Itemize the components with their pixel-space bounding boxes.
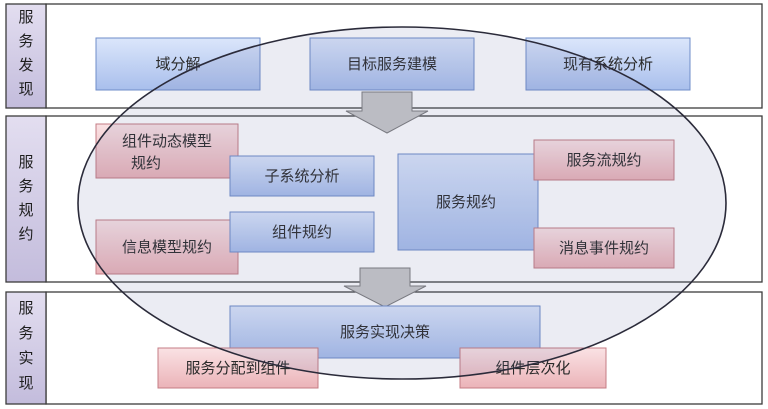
arrow-discovery-to-spec bbox=[345, 91, 429, 134]
phase-spec-char-1: 服 bbox=[18, 153, 33, 171]
box-domain-decomposition bbox=[95, 37, 261, 91]
box-message-event-spec-label: 消息事件规约 bbox=[559, 239, 649, 257]
phase-discovery-char-4: 现 bbox=[18, 80, 33, 98]
phase-discovery-char-3: 发 bbox=[18, 56, 33, 74]
box-allocate-service-to-component-label: 服务分配到组件 bbox=[185, 359, 290, 377]
overview-ellipse bbox=[77, 26, 727, 380]
box-domain-decomposition-label: 域分解 bbox=[155, 55, 200, 73]
arrow-spec-to-realize bbox=[343, 267, 427, 308]
phase-discovery-char-2: 务 bbox=[18, 32, 33, 50]
phase-spec-label-box bbox=[5, 115, 47, 283]
phase-realize-char-1: 服 bbox=[18, 299, 33, 317]
phase-realize-label-box bbox=[5, 291, 47, 405]
box-message-event-spec bbox=[533, 227, 675, 269]
box-target-service-modeling bbox=[309, 37, 475, 91]
box-component-dynamic-model-line2: 规约 bbox=[131, 154, 161, 172]
box-service-spec bbox=[397, 153, 539, 251]
phase-realize-char-4: 现 bbox=[18, 374, 33, 392]
box-existing-system-analysis-label: 现有系统分析 bbox=[563, 55, 653, 73]
phase-spec-char-3: 规 bbox=[18, 201, 33, 219]
phase-discovery-char-1: 服 bbox=[18, 8, 33, 26]
phase-discovery-label-box bbox=[5, 3, 47, 109]
phase-spec-char-2: 务 bbox=[18, 177, 33, 195]
box-component-spec-label: 组件规约 bbox=[272, 223, 332, 241]
box-service-flow-spec-label: 服务流规约 bbox=[566, 151, 641, 169]
box-component-dynamic-model bbox=[95, 123, 239, 179]
box-component-spec bbox=[229, 211, 375, 253]
box-subsystem-analysis-label: 子系统分析 bbox=[264, 167, 339, 185]
box-component-layering-label: 组件层次化 bbox=[495, 359, 570, 377]
box-info-model-spec-label: 信息模型规约 bbox=[122, 238, 212, 256]
box-info-model-spec bbox=[95, 219, 239, 275]
phase-spec-char-4: 约 bbox=[18, 225, 33, 243]
box-component-layering bbox=[459, 347, 607, 389]
box-service-realization-decision-label: 服务实现决策 bbox=[340, 323, 430, 341]
phase-realize-char-3: 实 bbox=[18, 349, 33, 367]
box-subsystem-analysis bbox=[229, 155, 375, 197]
box-target-service-modeling-label: 目标服务建模 bbox=[347, 55, 437, 73]
box-service-flow-spec bbox=[533, 139, 675, 181]
box-component-dynamic-model-line1: 组件动态模型 bbox=[122, 132, 212, 150]
phase-realize-char-2: 务 bbox=[18, 324, 33, 342]
